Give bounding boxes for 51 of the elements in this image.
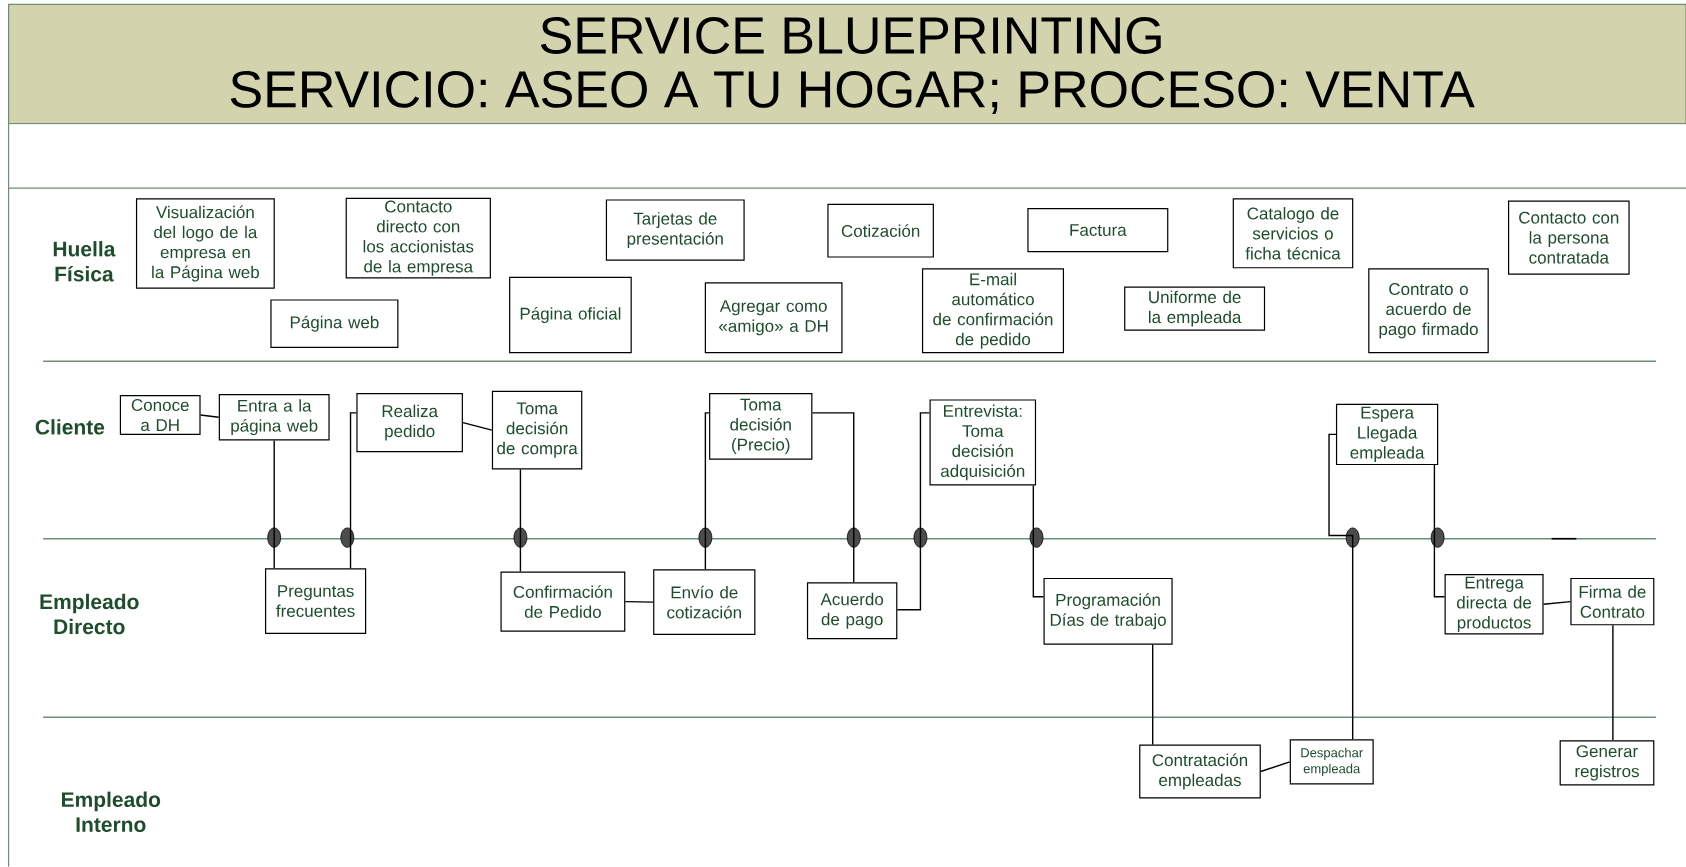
connector-line	[1612, 624, 1614, 742]
step-box: Contratación empleadas	[1139, 744, 1261, 799]
step-box: Entrega directa de productos	[1444, 574, 1544, 635]
lane-label: Empleado Interno	[62, 791, 161, 833]
connector-line	[811, 412, 855, 584]
step-box: Contacto con la persona contratada	[1508, 200, 1630, 275]
step-box: Realiza pedido	[356, 393, 463, 453]
step-box: Contacto directo con los accionistas de la empresa	[345, 198, 491, 279]
connector-line	[1328, 433, 1354, 741]
step-box: Página web	[270, 299, 399, 349]
connector-line	[896, 412, 931, 611]
step-box: Contrato o acuerdo de pago firmado	[1368, 268, 1489, 354]
step-box: Tarjetas de presentación	[605, 199, 745, 261]
connector-line	[1433, 464, 1446, 598]
step-box: Cotización	[827, 203, 934, 258]
step-box: Entra a la página web	[218, 394, 330, 441]
connector-line	[1152, 644, 1154, 746]
step-box: Confirmación de Pedido	[500, 571, 626, 632]
step-box: Envío de cotización	[653, 569, 756, 636]
connector-line	[624, 601, 654, 603]
step-box: Visualización del logo de la empresa en la Página web	[135, 198, 275, 289]
connector-line	[462, 422, 493, 431]
step-box: Toma decisión (Precio)	[709, 393, 813, 460]
step-box: Generar registros	[1559, 740, 1655, 786]
connector-line	[704, 412, 710, 571]
connector-line	[349, 412, 358, 570]
step-box: Página oficial	[509, 276, 632, 354]
step-box: Despachar empleada	[1289, 739, 1374, 785]
step-box: Entrevista: Toma decisión adquisición	[929, 399, 1037, 486]
connector-line	[1032, 485, 1045, 598]
connector-line	[1260, 761, 1291, 773]
step-box: Catalogo de servicios o ficha técnica	[1232, 198, 1354, 269]
connector-line	[273, 439, 275, 570]
subtitle: SERVICIO: ASEO A TU HOGAR; PROCESO: VENTA	[230, 71, 1475, 115]
step-box: Uniforme de la empleada	[1124, 286, 1266, 331]
lane-label: Huella Física	[53, 241, 116, 282]
lane-label: Empleado Directo	[40, 593, 139, 635]
step-box: Agregar como «amigo» a DH	[704, 282, 843, 354]
step-box: E-mail automático de confirmación de pedido	[922, 268, 1065, 354]
connector-line	[199, 414, 220, 419]
step-box: Firma de Contrato	[1570, 578, 1655, 626]
step-box: Acuerdo de pago	[806, 582, 898, 640]
step-box: Preguntas frecuentes	[265, 568, 367, 635]
step-box: Programación Días de trabajo	[1043, 578, 1173, 645]
step-box: Factura	[1027, 208, 1169, 253]
connector-line	[519, 468, 522, 573]
step-box: Toma decisión de compra	[491, 390, 583, 470]
connector-line	[1542, 601, 1572, 606]
title: SERVICE BLUEPRINTING	[540, 17, 1161, 55]
step-box: Espera Llegada empleada	[1335, 403, 1439, 466]
step-box: Conoce a DH	[119, 395, 201, 436]
